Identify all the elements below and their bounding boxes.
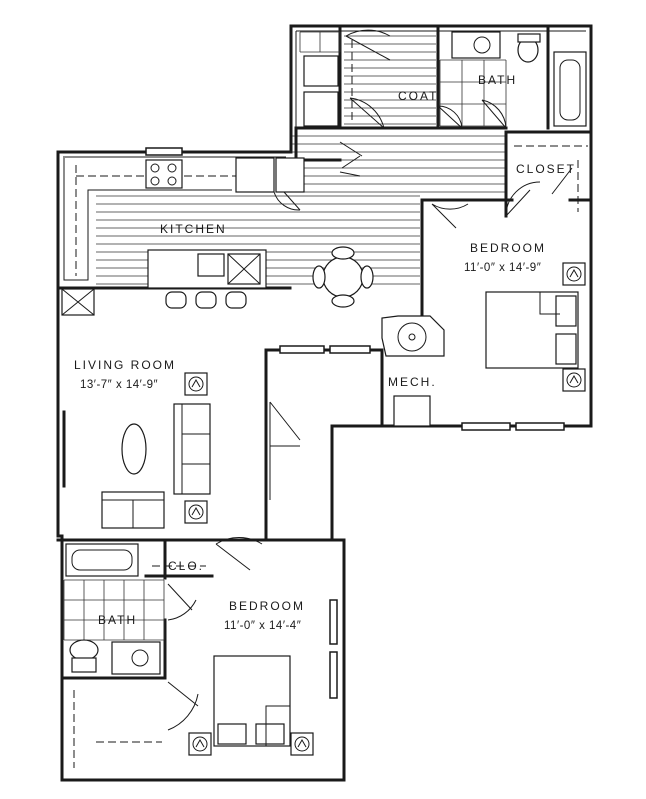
windows xyxy=(145,147,565,699)
cooktop xyxy=(145,159,183,189)
ceiling-fixtures xyxy=(184,262,586,756)
closet-rods xyxy=(73,40,588,768)
bath-1-label: BATH xyxy=(478,73,517,87)
bedroom-1-label: BEDROOM xyxy=(470,241,546,255)
doors xyxy=(167,29,573,731)
kitchen-label: KITCHEN xyxy=(160,222,227,236)
mech-label: MECH. xyxy=(388,375,437,389)
closet-label: CLOSET xyxy=(516,162,576,176)
toilet xyxy=(69,639,99,661)
kitchen-island xyxy=(147,249,267,309)
fixture-icon xyxy=(184,500,208,524)
stool xyxy=(195,291,217,309)
kitchen-counter xyxy=(61,157,305,316)
bedroom-2-furniture xyxy=(213,655,291,747)
mech-room xyxy=(381,315,445,427)
clo-label: CLO. xyxy=(168,559,204,573)
vanity xyxy=(451,31,501,59)
bathtub xyxy=(553,51,587,127)
fixture-icon xyxy=(562,262,586,286)
bath-1-fixtures xyxy=(303,31,587,127)
fixture-icon xyxy=(188,732,212,756)
bath-2-label: BATH xyxy=(98,613,137,627)
bedroom-2-label: BEDROOM xyxy=(229,599,305,613)
living-furniture xyxy=(62,403,211,529)
dining-table xyxy=(312,246,374,308)
living-room-label: LIVING ROOM xyxy=(74,358,176,372)
stool xyxy=(225,291,247,309)
stool xyxy=(165,291,187,309)
vanity xyxy=(111,641,161,675)
sofa xyxy=(173,403,211,495)
bath-2-fixtures xyxy=(65,543,161,675)
bedroom-2-dimensions: 11′-0″ x 14′-4″ xyxy=(224,620,301,632)
tile-floor xyxy=(63,31,507,641)
fixture-icon xyxy=(290,732,314,756)
bedroom-1-furniture xyxy=(485,291,579,369)
coat-label: COAT xyxy=(398,89,438,103)
fixture-icon xyxy=(562,368,586,392)
living-room-dimensions: 13′-7″ x 14′-9″ xyxy=(80,379,158,391)
pantry xyxy=(275,157,305,193)
sink xyxy=(197,253,225,277)
refrigerator xyxy=(235,157,275,193)
bathtub xyxy=(65,543,139,577)
bedroom-1-dimensions: 11′-0″ x 14′-9″ xyxy=(464,262,541,274)
fixture-icon xyxy=(184,372,208,396)
coffee-table xyxy=(121,423,147,475)
